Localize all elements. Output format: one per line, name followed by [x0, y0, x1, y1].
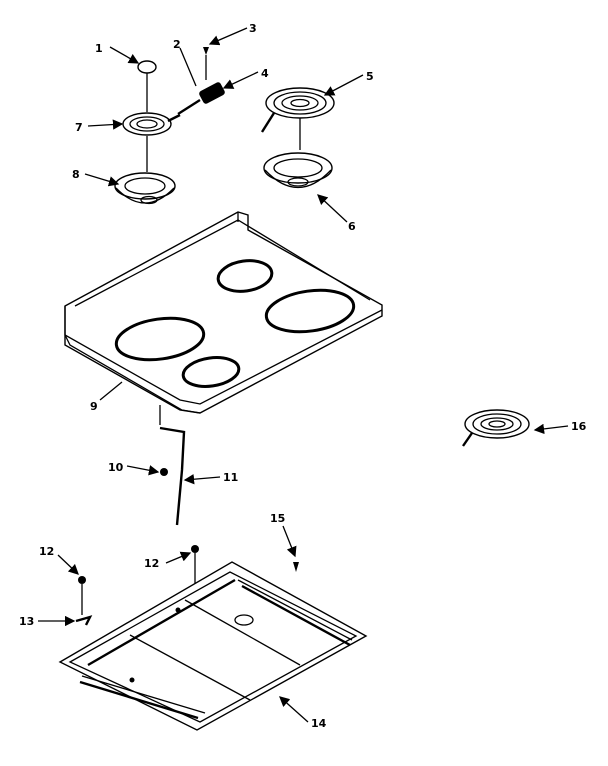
callout-15: 15	[270, 512, 285, 525]
part-9-cooktop	[64, 211, 383, 425]
part-10-11-rod	[159, 426, 186, 526]
part-8-small-drip-pan	[114, 172, 176, 205]
callout-16: 16	[571, 420, 587, 433]
callout-3: 3	[249, 22, 257, 35]
callout-11: 11	[223, 471, 238, 484]
callout-12-center: 12	[144, 557, 159, 570]
callout-2: 2	[173, 38, 181, 51]
callout-10: 10	[108, 461, 124, 474]
callout-labels: 1 2 3 4 5 6 7 8 9 10 11 12 12 13 14 15 1…	[19, 22, 587, 730]
callout-8: 8	[72, 168, 80, 181]
callout-4: 4	[261, 67, 269, 80]
part-13-clip	[75, 615, 93, 626]
part-4-receptacle	[177, 82, 225, 116]
callout-6: 6	[348, 220, 356, 233]
part-5-large-element	[260, 87, 335, 150]
callout-7: 7	[75, 121, 83, 134]
leader-lines	[38, 27, 569, 723]
part-14-bottom-panel	[58, 561, 368, 731]
callout-9: 9	[90, 400, 98, 413]
part-1-cap	[137, 60, 157, 112]
part-3-screw	[203, 47, 209, 80]
callout-13: 13	[19, 615, 34, 628]
part-12-screws	[78, 545, 199, 615]
callout-5: 5	[366, 70, 374, 83]
part-6-large-drip-pan	[263, 152, 333, 189]
callout-14: 14	[311, 717, 327, 730]
part-15-screw	[293, 562, 299, 572]
part-16-element	[462, 409, 530, 447]
callout-1: 1	[95, 42, 103, 55]
callout-12-left: 12	[39, 545, 54, 558]
part-7-small-element	[122, 112, 181, 172]
